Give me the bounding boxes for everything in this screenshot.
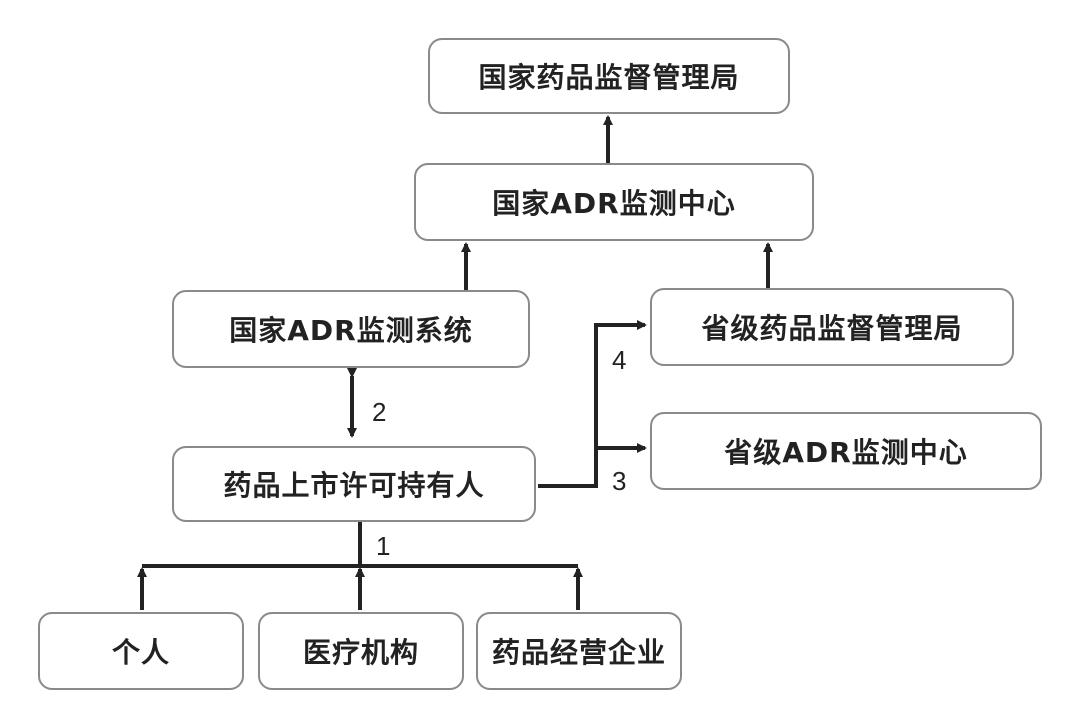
node-national-adr-system: 国家ADR监测系统 xyxy=(172,290,530,368)
edge-label-1: 1 xyxy=(376,531,391,561)
node-nmpa: 国家药品监督管理局 xyxy=(428,38,790,114)
node-individual: 个人 xyxy=(38,612,244,690)
node-national-adr-center: 国家ADR监测中心 xyxy=(414,163,814,241)
connector-mah-to-provincial xyxy=(538,325,598,488)
node-marketing-authorization-holder: 药品上市许可持有人 xyxy=(172,446,536,522)
node-medical-institution: 医疗机构 xyxy=(258,612,464,690)
edge-label-3: 3 xyxy=(612,466,627,496)
node-drug-distributor: 药品经营企业 xyxy=(476,612,682,690)
edge-label-2: 2 xyxy=(372,397,387,427)
node-provincial-mpa: 省级药品监督管理局 xyxy=(650,288,1014,366)
node-provincial-adr-center: 省级ADR监测中心 xyxy=(650,412,1042,490)
edge-label-4: 4 xyxy=(612,345,627,375)
